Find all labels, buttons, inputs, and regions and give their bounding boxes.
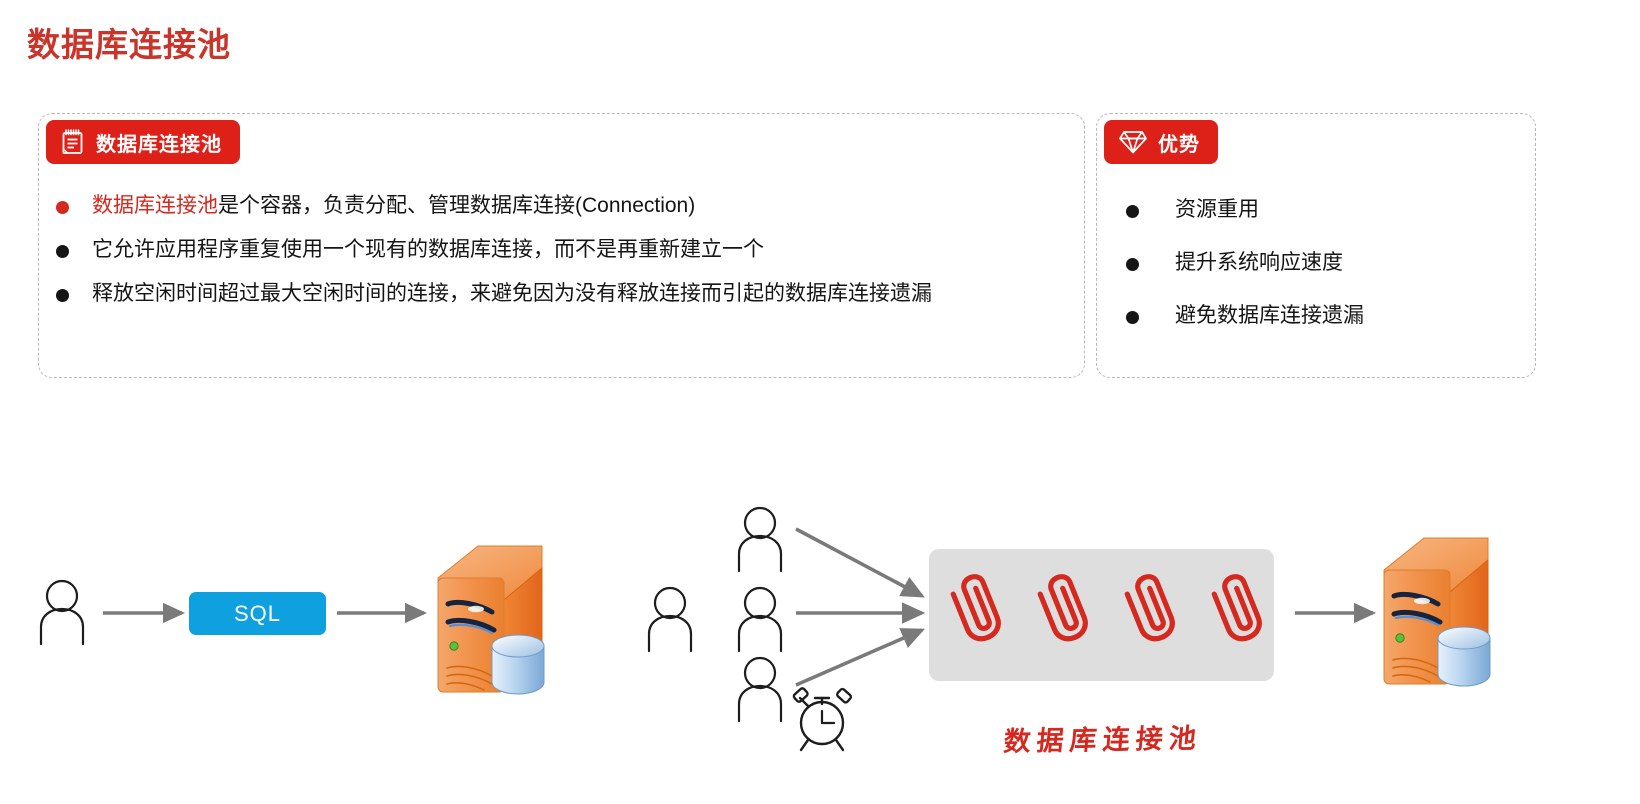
list-item: 释放空闲时间超过最大空闲时间的连接，来避免因为没有释放连接而引起的数据库连接遗漏 xyxy=(56,282,1076,305)
database-server-right xyxy=(1384,538,1491,687)
sql-box: SQL xyxy=(189,592,326,635)
arrow-actor-bottom-to-pool xyxy=(795,628,925,687)
bullet-text: 提升系统响应速度 xyxy=(1175,251,1343,275)
list-item: 资源重用 xyxy=(1126,198,1526,221)
paperclip-icon xyxy=(1124,574,1177,643)
list-item: 提升系统响应速度 xyxy=(1126,251,1526,274)
bullet-dot-icon xyxy=(1126,205,1139,218)
pool-actor-middle xyxy=(737,586,783,653)
bullet-dot-icon xyxy=(56,289,69,303)
bullet-text: 它允许应用程序重复使用一个现有的数据库连接，而不是再重新建立一个 xyxy=(92,238,764,262)
paperclip-icon xyxy=(1037,574,1090,643)
list-item: 它允许应用程序重复使用一个现有的数据库连接，而不是再重新建立一个 xyxy=(56,238,1076,261)
right-panel-badge: 优势 xyxy=(1104,120,1218,164)
page-title: 数据库连接池 xyxy=(27,26,231,63)
alarm-clock-icon xyxy=(792,687,853,752)
bullet-dot-icon xyxy=(56,245,69,259)
paperclip-icon xyxy=(950,574,1003,643)
arrow-actor-top-to-pool xyxy=(795,527,925,598)
database-cylinder-icon xyxy=(491,634,545,695)
bullet-dot-icon xyxy=(1126,311,1139,325)
bullet-text: 资源重用 xyxy=(1175,198,1259,221)
left-panel-badge: 数据库连接池 xyxy=(46,120,240,164)
list-item: 避免数据库连接遗漏 xyxy=(1126,304,1526,327)
pool-actor-top xyxy=(737,506,783,573)
pool-actor-bottom xyxy=(737,656,783,723)
bullet-text: 释放空闲时间超过最大空闲时间的连接，来避免因为没有释放连接而引起的数据库连接遗漏 xyxy=(92,282,932,306)
left-panel-bullets: 数据库连接池是个容器，负责分配、管理数据库连接(Connection) 它允许应… xyxy=(56,194,1076,305)
right-panel-badge-label: 优势 xyxy=(1158,133,1200,156)
left-actor xyxy=(39,579,85,646)
left-panel-badge-label: 数据库连接池 xyxy=(96,133,222,156)
list-item: 数据库连接池是个容器，负责分配、管理数据库连接(Connection) xyxy=(56,194,1076,217)
bullet-rest: 是个容器，负责分配、管理数据库连接(Connection) xyxy=(218,194,696,217)
diamond-icon xyxy=(1118,129,1148,155)
bullet-text: 数据库连接池是个容器，负责分配、管理数据库连接(Connection) xyxy=(92,194,695,217)
database-server-left xyxy=(438,546,545,695)
notepad-icon xyxy=(60,128,86,156)
architecture-diagram xyxy=(0,430,1640,804)
bullet-dot-icon xyxy=(1126,258,1139,272)
database-cylinder-icon xyxy=(1437,626,1491,687)
bullet-text: 避免数据库连接遗漏 xyxy=(1175,304,1364,328)
bullet-dot-icon xyxy=(56,201,69,214)
right-panel-bullets: 资源重用 提升系统响应速度 避免数据库连接遗漏 xyxy=(1126,198,1526,327)
pool-actor-side xyxy=(647,586,693,653)
paperclip-icon xyxy=(1211,574,1264,643)
bullet-highlight: 数据库连接池 xyxy=(92,194,218,217)
